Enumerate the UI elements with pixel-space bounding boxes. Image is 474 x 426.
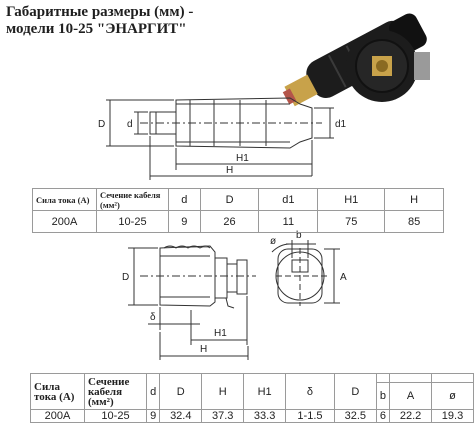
table-cell: 200А bbox=[30, 409, 85, 423]
table-header-cell bbox=[431, 373, 474, 383]
table-header-cell: D bbox=[159, 373, 203, 410]
table-cell: 1-1.5 bbox=[285, 409, 335, 423]
table-header-cell: Сечение кабеля (мм²) bbox=[96, 188, 169, 211]
table-header-cell: b bbox=[375, 382, 391, 410]
table-cell: 33.3 bbox=[243, 409, 287, 423]
table-cell: 32.4 bbox=[159, 409, 203, 423]
drawing-1 bbox=[106, 97, 334, 180]
table-cell: 75 bbox=[317, 210, 386, 233]
drawing2-label-H: H bbox=[200, 344, 207, 355]
table-cell: 11 bbox=[258, 210, 319, 233]
table-header-cell: H1 bbox=[317, 188, 386, 211]
title-line-2: модели 10-25 "ЭНАРГИТ" bbox=[6, 21, 187, 37]
table-header-cell: Сила тока (А) bbox=[30, 373, 85, 410]
drawing1-label-d: d bbox=[127, 119, 133, 130]
table-cell: 85 bbox=[384, 210, 444, 233]
drawing1-label-d1: d1 bbox=[335, 119, 347, 130]
drawing1-label-H: H bbox=[226, 165, 233, 176]
spec-table-2: Сила тока (А) Сечение кабеля (мм²) d D H… bbox=[30, 373, 474, 423]
spec-table-1: Сила тока (А) Сечение кабеля (мм²) d D d… bbox=[32, 188, 444, 233]
drawing-2 bbox=[128, 240, 340, 360]
drawing1-label-D: D bbox=[98, 119, 105, 130]
table-header-cell bbox=[389, 373, 432, 383]
table-cell: 9 bbox=[168, 210, 201, 233]
drawing2-label-delta: δ bbox=[150, 312, 156, 323]
page-title: Габаритные размеры (мм) - модели 10-25 "… bbox=[6, 4, 236, 38]
table-cell: 26 bbox=[199, 210, 260, 233]
table-cell: 200А bbox=[32, 210, 97, 233]
table-row: 200А 10-25 9 26 11 75 85 bbox=[32, 210, 444, 233]
table-header-row: Сила тока (А) Сечение кабеля (мм²) d D H… bbox=[30, 373, 474, 410]
table-header-cell: H bbox=[384, 188, 444, 211]
title-line-1: Габаритные размеры (мм) - bbox=[6, 4, 194, 20]
table-header-cell: d bbox=[145, 373, 161, 410]
table-cell: 32.5 bbox=[333, 409, 377, 423]
table-header-cell: Сечение кабеля (мм²) bbox=[84, 373, 147, 410]
table-cell: 10-25 bbox=[84, 409, 147, 423]
table-header-cell: A bbox=[389, 382, 432, 410]
table-header-cell: H bbox=[201, 373, 245, 410]
table-cell: 37.3 bbox=[201, 409, 245, 423]
table-header-cell: H1 bbox=[243, 373, 287, 410]
table-cell: 6 bbox=[375, 409, 391, 423]
table-subheader-row: b A ø bbox=[31, 382, 474, 410]
drawing2-label-H1: H1 bbox=[214, 328, 227, 339]
table-cell: 10-25 bbox=[96, 210, 169, 233]
table-header-cell: ø bbox=[431, 382, 474, 410]
table-cell: 9 bbox=[145, 409, 161, 423]
table-header-cell: δ bbox=[285, 373, 335, 410]
connector-photo bbox=[282, 13, 430, 107]
table-header-cell: d bbox=[168, 188, 201, 211]
table-header-cell: D bbox=[199, 188, 260, 211]
table-header-cell bbox=[375, 373, 391, 383]
drawing2-label-D: D bbox=[122, 272, 129, 283]
drawing2-label-b: b bbox=[296, 230, 302, 241]
table-cell: 19.3 bbox=[431, 409, 474, 423]
table-header-cell: d1 bbox=[258, 188, 319, 211]
table-header-cell: D bbox=[333, 373, 377, 410]
table-header-cell: Сила тока (А) bbox=[32, 188, 97, 211]
drawing2-label-phi: ø bbox=[270, 236, 276, 247]
table-row: 200А 10-25 9 32.4 37.3 33.3 1-1.5 32.5 6… bbox=[30, 409, 474, 423]
drawing2-label-A: A bbox=[340, 272, 347, 283]
drawing1-label-H1: H1 bbox=[236, 153, 249, 164]
table-header-row: Сила тока (А) Сечение кабеля (мм²) d D d… bbox=[32, 188, 444, 211]
table-cell: 22.2 bbox=[389, 409, 432, 423]
